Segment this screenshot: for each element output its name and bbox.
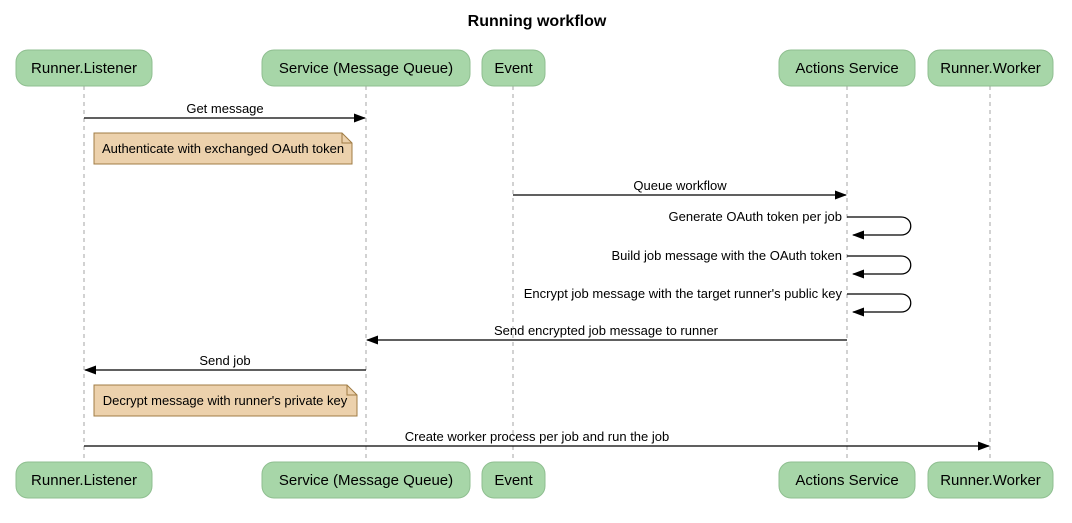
participant-label: Service (Message Queue) (279, 60, 453, 77)
participant-runner-listener-top: Runner.Listener (15, 49, 153, 87)
message-label: Queue workflow (633, 178, 727, 193)
note-authenticate: Authenticate with exchanged OAuth token (93, 132, 353, 165)
participant-runner-worker-top: Runner.Worker (927, 49, 1054, 87)
participant-box (927, 49, 1054, 87)
participant-label: Runner.Listener (31, 472, 137, 489)
message-label: Create worker process per job and run th… (405, 429, 669, 444)
note-label: Authenticate with exchanged OAuth token (102, 141, 344, 156)
participant-label: Actions Service (795, 472, 898, 489)
participant-service-message-queue-top: Service (Message Queue) (261, 49, 471, 87)
participant-event-top: Event (481, 49, 546, 87)
message-create-worker-process: Create worker process per job and run th… (84, 429, 990, 451)
note-decrypt: Decrypt message with runner's private ke… (93, 384, 358, 417)
note-label: Decrypt message with runner's private ke… (103, 393, 348, 408)
diagram-title: Running workflow (468, 13, 607, 30)
note-fold-icon (341, 133, 352, 144)
message-get-message: Get message (84, 101, 366, 123)
note-fold-icon (346, 385, 357, 396)
message-label: Encrypt job message with the target runn… (524, 286, 843, 301)
participant-box (481, 49, 546, 87)
participant-actions-service-top: Actions Service (778, 49, 916, 87)
participant-runner-worker-bottom: Runner.Worker (927, 461, 1054, 499)
participant-box (15, 49, 153, 87)
participant-label: Runner.Worker (940, 60, 1041, 77)
participant-runner-listener-bottom: Runner.Listener (15, 461, 153, 499)
participant-box (481, 461, 546, 499)
message-send-encrypted-job-message: Send encrypted job message to runner (366, 323, 847, 345)
participant-box (261, 461, 471, 499)
participant-service-message-queue-bottom: Service (Message Queue) (261, 461, 471, 499)
self-message-encrypt-job-message: Encrypt job message with the target runn… (524, 286, 912, 317)
participant-label: Runner.Worker (940, 472, 1041, 489)
participant-label: Service (Message Queue) (279, 472, 453, 489)
message-label: Build job message with the OAuth token (611, 248, 842, 263)
participant-actions-service-bottom: Actions Service (778, 461, 916, 499)
participant-label: Event (494, 60, 533, 77)
self-loop-arrow (847, 293, 912, 317)
message-label: Send encrypted job message to runner (494, 323, 719, 338)
self-loop-arrow (847, 216, 912, 240)
message-queue-workflow: Queue workflow (513, 178, 847, 200)
participant-box (927, 461, 1054, 499)
participant-box (15, 461, 153, 499)
participant-box (261, 49, 471, 87)
message-send-job: Send job (84, 353, 366, 375)
participant-label: Actions Service (795, 60, 898, 77)
participant-label: Event (494, 472, 533, 489)
participant-event-bottom: Event (481, 461, 546, 499)
note-box (93, 132, 353, 165)
self-message-build-job-message: Build job message with the OAuth token (611, 248, 912, 279)
participant-label: Runner.Listener (31, 60, 137, 77)
message-label: Send job (199, 353, 250, 368)
participant-box (778, 49, 916, 87)
self-loop-arrow (847, 255, 912, 279)
message-label: Get message (186, 101, 263, 116)
self-message-generate-oauth-token: Generate OAuth token per job (669, 209, 912, 240)
message-label: Generate OAuth token per job (669, 209, 842, 224)
note-box (93, 384, 358, 417)
participant-box (778, 461, 916, 499)
